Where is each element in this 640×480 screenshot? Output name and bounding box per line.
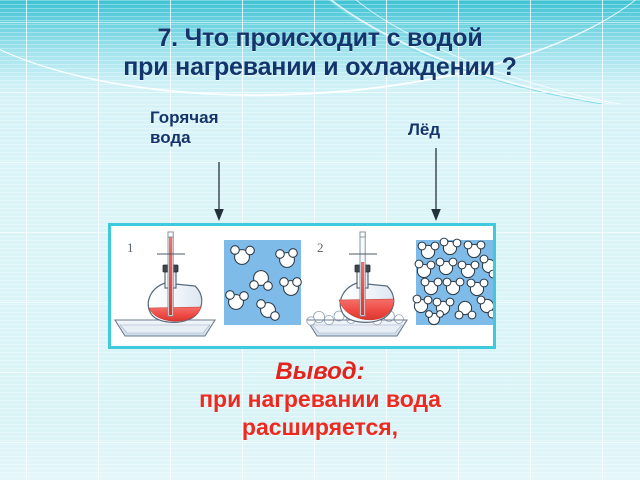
conclusion-heading: Вывод: (275, 358, 365, 385)
experiment-illustration: 1 (111, 226, 493, 346)
figure-panel-2-number: 2 (317, 240, 324, 255)
callout-ice-line-1: Лёд (408, 120, 441, 139)
experiment-figure-panel: 1 (108, 223, 496, 349)
conclusion-line-2: расширяется, (241, 414, 399, 441)
slide-title-line-1: 7. Что происходит с водой (157, 24, 483, 52)
callout-label-hot-water: Горячая вода (150, 108, 280, 148)
figure-panel-1-molecule-box (224, 240, 302, 325)
slide-title-line-2: при нагревании и охлаждении ? (123, 53, 517, 81)
callout-hot-water-line-1: Горячая (150, 108, 219, 127)
down-arrow-icon-ice (431, 148, 441, 221)
callout-hot-water-line-2: вода (150, 128, 191, 148)
conclusion-block: Вывод: при нагревании вода расширяется, (0, 358, 640, 441)
conclusion-line-1: при нагревании вода (199, 386, 441, 413)
figure-panel-1-tray (114, 319, 216, 337)
down-arrow-icon-hot-water (214, 162, 224, 221)
figure-panel-2-molecule-box (412, 237, 493, 326)
callout-label-ice: Лёд (408, 120, 498, 140)
figure-panel-1-number: 1 (127, 240, 134, 255)
slide-title: 7. Что происходит с водой при нагревании… (0, 24, 640, 82)
